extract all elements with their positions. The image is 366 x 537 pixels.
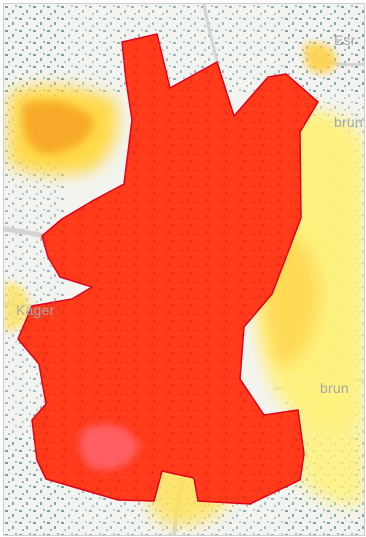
highlighted-area-patch — [79, 424, 139, 471]
map-frame: Esr brun Kager brun — [3, 3, 365, 536]
place-label-left-mid: Kager — [16, 302, 55, 318]
highlighted-area-texture — [18, 34, 318, 504]
highlighted-area[interactable] — [17, 33, 319, 505]
place-label-right-lower: brun — [320, 380, 349, 396]
place-label-top-right: Esr — [334, 32, 356, 48]
map-canvas[interactable] — [4, 4, 364, 535]
place-label-right-upper: brun — [334, 114, 363, 130]
